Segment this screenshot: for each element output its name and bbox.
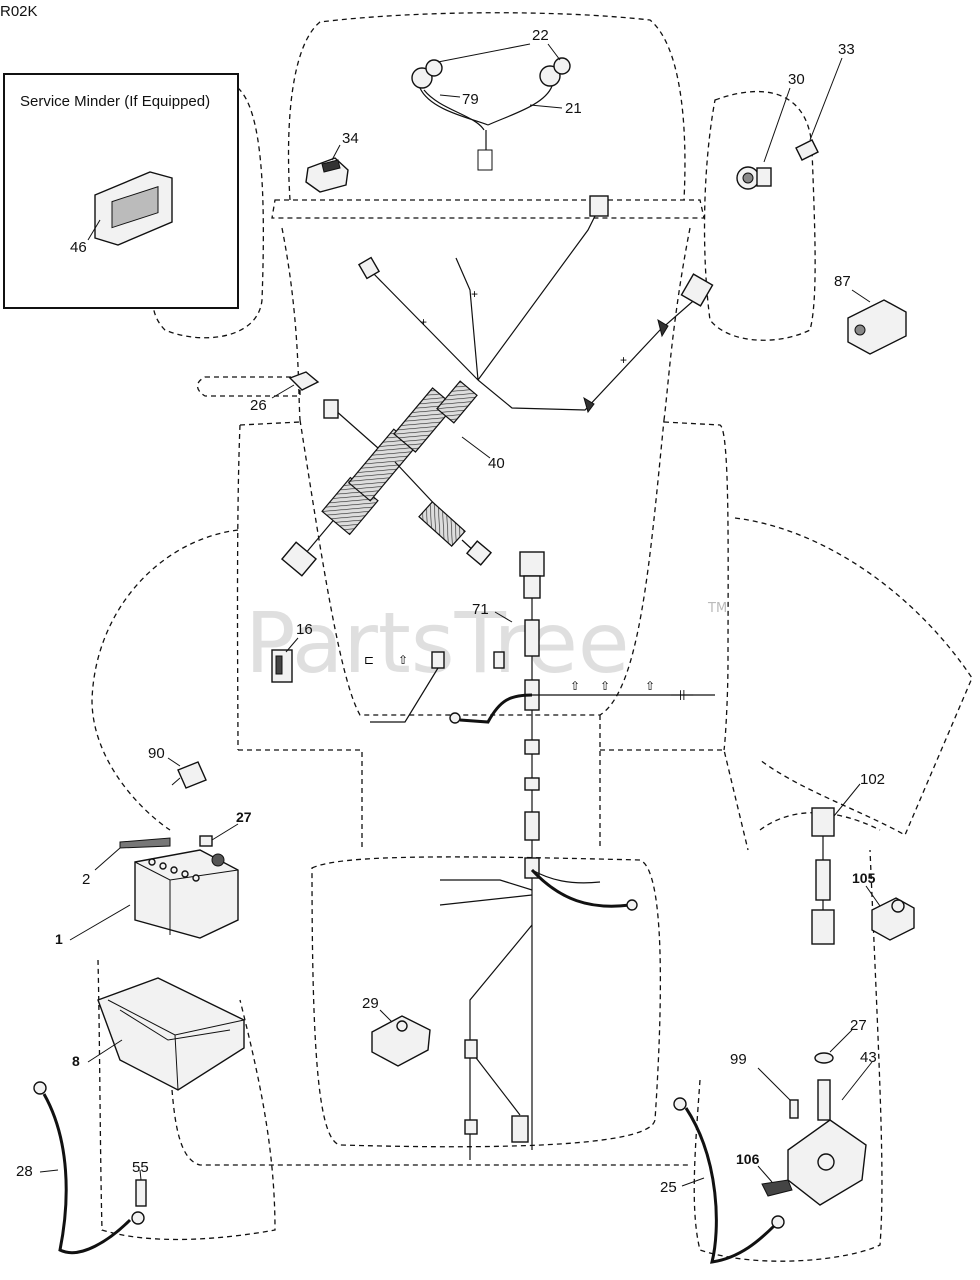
part-90-diode (167, 757, 207, 789)
part-33-plug (795, 57, 843, 161)
callout-33: 33 (838, 41, 855, 58)
part-28-cable (33, 1081, 145, 1255)
battery-cells (148, 858, 200, 882)
part-34-switch (305, 144, 349, 193)
callout-71: 71 (472, 601, 489, 618)
part-16-connector (271, 637, 299, 683)
svg-text:+: + (420, 315, 427, 329)
callout-87: 87 (834, 273, 851, 290)
part-25-cable (673, 1097, 785, 1264)
callout-46: 46 (70, 239, 87, 256)
part-99-screw (757, 1067, 799, 1119)
callout-2: 2 (82, 871, 90, 888)
callout-16: 16 (296, 621, 313, 638)
svg-text:⊏: ⊏ (364, 653, 374, 667)
part-26-fuse (271, 371, 320, 399)
service-minder-part (94, 171, 173, 246)
callout-40: 40 (488, 455, 505, 472)
part-40-main-harness: + + + (280, 195, 714, 577)
callout-21: 21 (565, 100, 582, 117)
callout-30: 30 (788, 71, 805, 88)
callout-43: 43 (860, 1049, 877, 1066)
inset-title: Service Minder (If Equipped) (20, 93, 210, 110)
callout-34: 34 (342, 130, 359, 147)
part-1-battery (69, 849, 239, 941)
callout-90: 90 (148, 745, 165, 762)
diagram-code: R02K (0, 3, 38, 20)
svg-text:+: + (620, 353, 627, 367)
part-55-bolt (135, 1169, 147, 1207)
callout-105: 105 (852, 870, 876, 886)
callout-26: 26 (250, 397, 267, 414)
callout-99: 99 (730, 1051, 747, 1068)
service-minder-inset: Service Minder (If Equipped) 46 (3, 73, 239, 309)
callout-8: 8 (72, 1053, 80, 1069)
callout-102: 102 (860, 771, 885, 788)
part-8-battery-tray (87, 977, 245, 1091)
part-27-nut-lower (814, 1029, 853, 1064)
headlight-harness (411, 43, 571, 171)
callout-79: 79 (462, 91, 479, 108)
part-87-solenoid (847, 289, 907, 355)
part-2-bolt (94, 837, 171, 871)
callout-27-a: 27 (236, 809, 252, 825)
part-43-bracket (787, 1061, 873, 1206)
svg-text:⇧: ⇧ (645, 679, 655, 693)
svg-text:+: + (471, 287, 478, 301)
svg-text:⇧: ⇧ (600, 679, 610, 693)
callout-106: 106 (736, 1151, 760, 1167)
part-106-clip (757, 1165, 793, 1197)
callout-29: 29 (362, 995, 379, 1012)
part-102-module (811, 783, 861, 945)
callout-1: 1 (55, 931, 63, 947)
callout-27-b: 27 (850, 1017, 867, 1034)
svg-text:⊣⊢: ⊣⊢ (670, 687, 694, 703)
callout-22: 22 (532, 27, 549, 44)
watermark-trademark: TM (707, 601, 727, 616)
svg-text:⇧: ⇧ (570, 679, 580, 693)
callout-25: 25 (660, 1179, 677, 1196)
callout-55: 55 (132, 1159, 149, 1176)
callout-28: 28 (16, 1163, 33, 1180)
part-30-ignition-switch (736, 87, 791, 190)
part-71-harness: ⇧ ⇧ ⇧ ⊣⊢ ⇧ ⊏ (364, 551, 715, 1160)
watermark-text: PartsTree (245, 594, 630, 692)
part-29-seat-switch (371, 1009, 431, 1067)
part-27-nut-battery (199, 823, 239, 847)
svg-text:⇧: ⇧ (398, 653, 408, 667)
part-105-relay (865, 885, 915, 941)
